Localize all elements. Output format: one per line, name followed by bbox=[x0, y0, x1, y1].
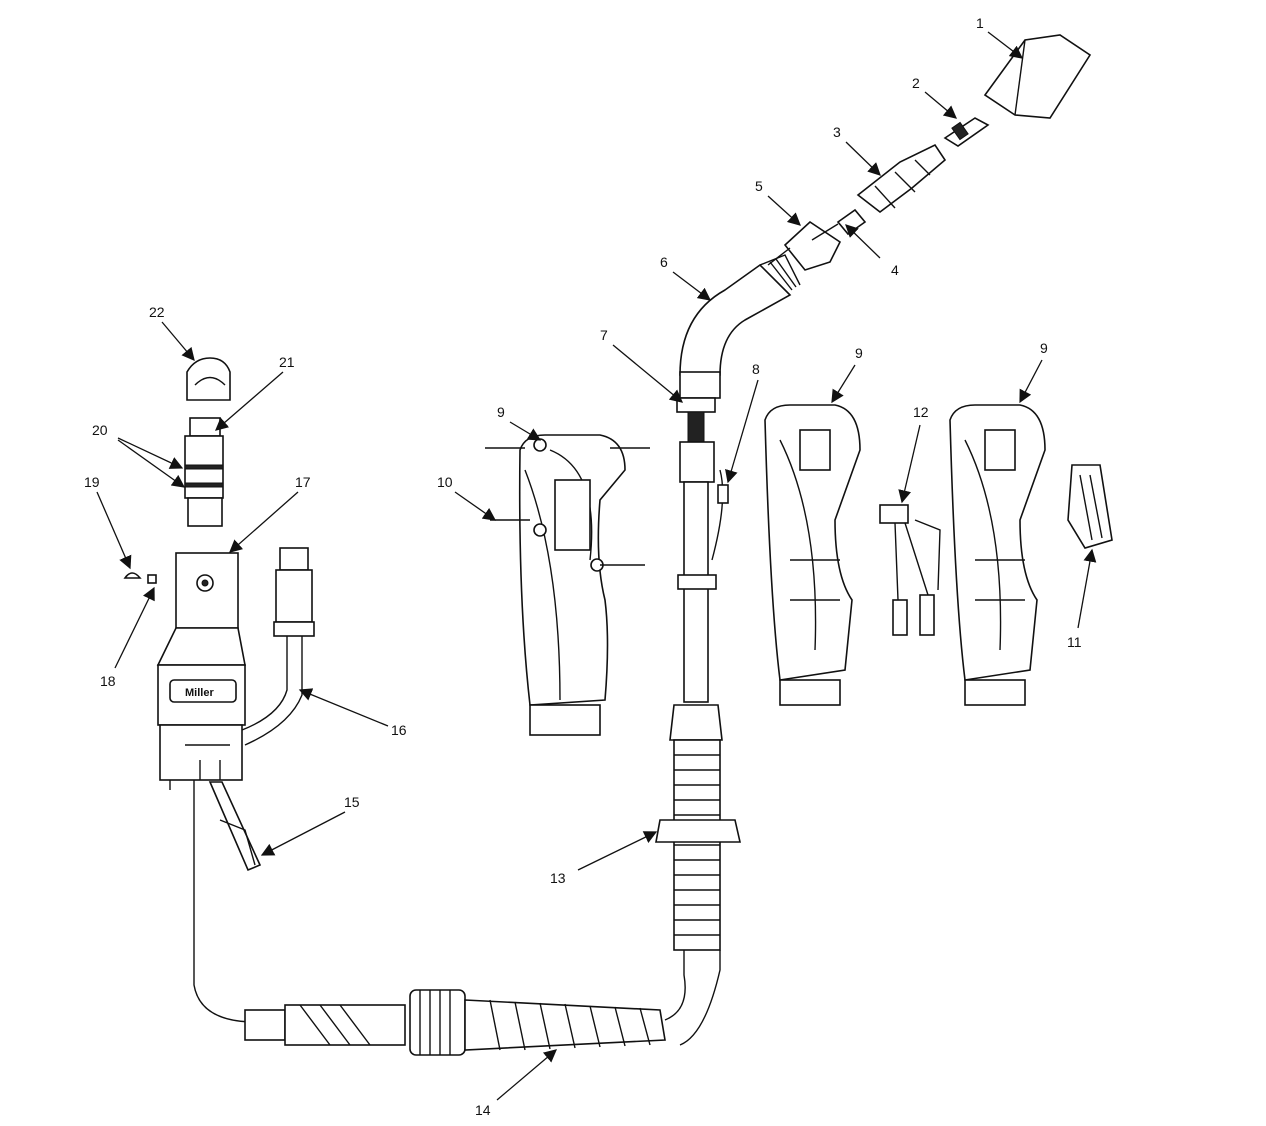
callout-6: 6 bbox=[660, 254, 668, 270]
part-trigger bbox=[1067, 464, 1113, 549]
callout-18: 18 bbox=[100, 673, 116, 689]
callout-3: 3 bbox=[833, 124, 841, 140]
part-contact-tip bbox=[943, 117, 990, 147]
part-trigger-switch bbox=[879, 504, 941, 636]
leader-lines bbox=[96, 31, 1097, 1101]
callout-19: 19 bbox=[84, 474, 100, 490]
callout-9b: 9 bbox=[855, 345, 863, 361]
part-strain-relief-collar bbox=[655, 819, 742, 843]
part-tip-adapter bbox=[856, 143, 947, 214]
callout-14: 14 bbox=[475, 1102, 491, 1118]
part-handle-open-right bbox=[949, 404, 1046, 706]
part-power-pin-housing: Miller bbox=[156, 552, 246, 781]
callout-9a: 9 bbox=[497, 404, 505, 420]
callout-17: 17 bbox=[295, 474, 311, 490]
part-handle-open-left bbox=[764, 404, 861, 706]
callout-16: 16 bbox=[391, 722, 407, 738]
part-neck-nut-and-cable-body bbox=[669, 397, 729, 951]
callout-15: 15 bbox=[344, 794, 360, 810]
part-nozzle bbox=[983, 34, 1092, 119]
part-gas-diffuser-block bbox=[767, 220, 842, 271]
callout-21: 21 bbox=[279, 354, 295, 370]
part-insulator bbox=[836, 208, 867, 236]
callout-labels: 1 2 3 4 5 6 7 8 9 9 9 10 11 12 13 14 15 … bbox=[84, 15, 1082, 1118]
callout-1: 1 bbox=[976, 15, 984, 31]
part-contact-tip-22 bbox=[186, 357, 231, 401]
part-screw-and-cap bbox=[123, 572, 157, 584]
callout-13: 13 bbox=[550, 870, 566, 886]
part-handle-closed bbox=[485, 434, 650, 736]
callout-10: 10 bbox=[437, 474, 453, 490]
part-wire-leads bbox=[208, 781, 262, 872]
callout-2: 2 bbox=[912, 75, 920, 91]
part-cable bbox=[169, 775, 721, 1046]
callout-22: 22 bbox=[149, 304, 165, 320]
callout-9c: 9 bbox=[1040, 340, 1048, 356]
callout-12: 12 bbox=[913, 404, 929, 420]
miller-logo-text: Miller bbox=[185, 687, 214, 699]
callout-7: 7 bbox=[600, 327, 608, 343]
callout-8: 8 bbox=[752, 361, 760, 377]
part-adapter-21 bbox=[184, 417, 224, 527]
callout-5: 5 bbox=[755, 178, 763, 194]
part-spring-ribs bbox=[674, 754, 720, 936]
callout-4: 4 bbox=[891, 262, 899, 278]
part-control-cord-plug bbox=[241, 547, 315, 746]
part-gooseneck bbox=[679, 254, 801, 399]
callout-11: 11 bbox=[1067, 634, 1082, 650]
part-hose-and-boot bbox=[244, 989, 666, 1056]
callout-20: 20 bbox=[92, 422, 108, 438]
